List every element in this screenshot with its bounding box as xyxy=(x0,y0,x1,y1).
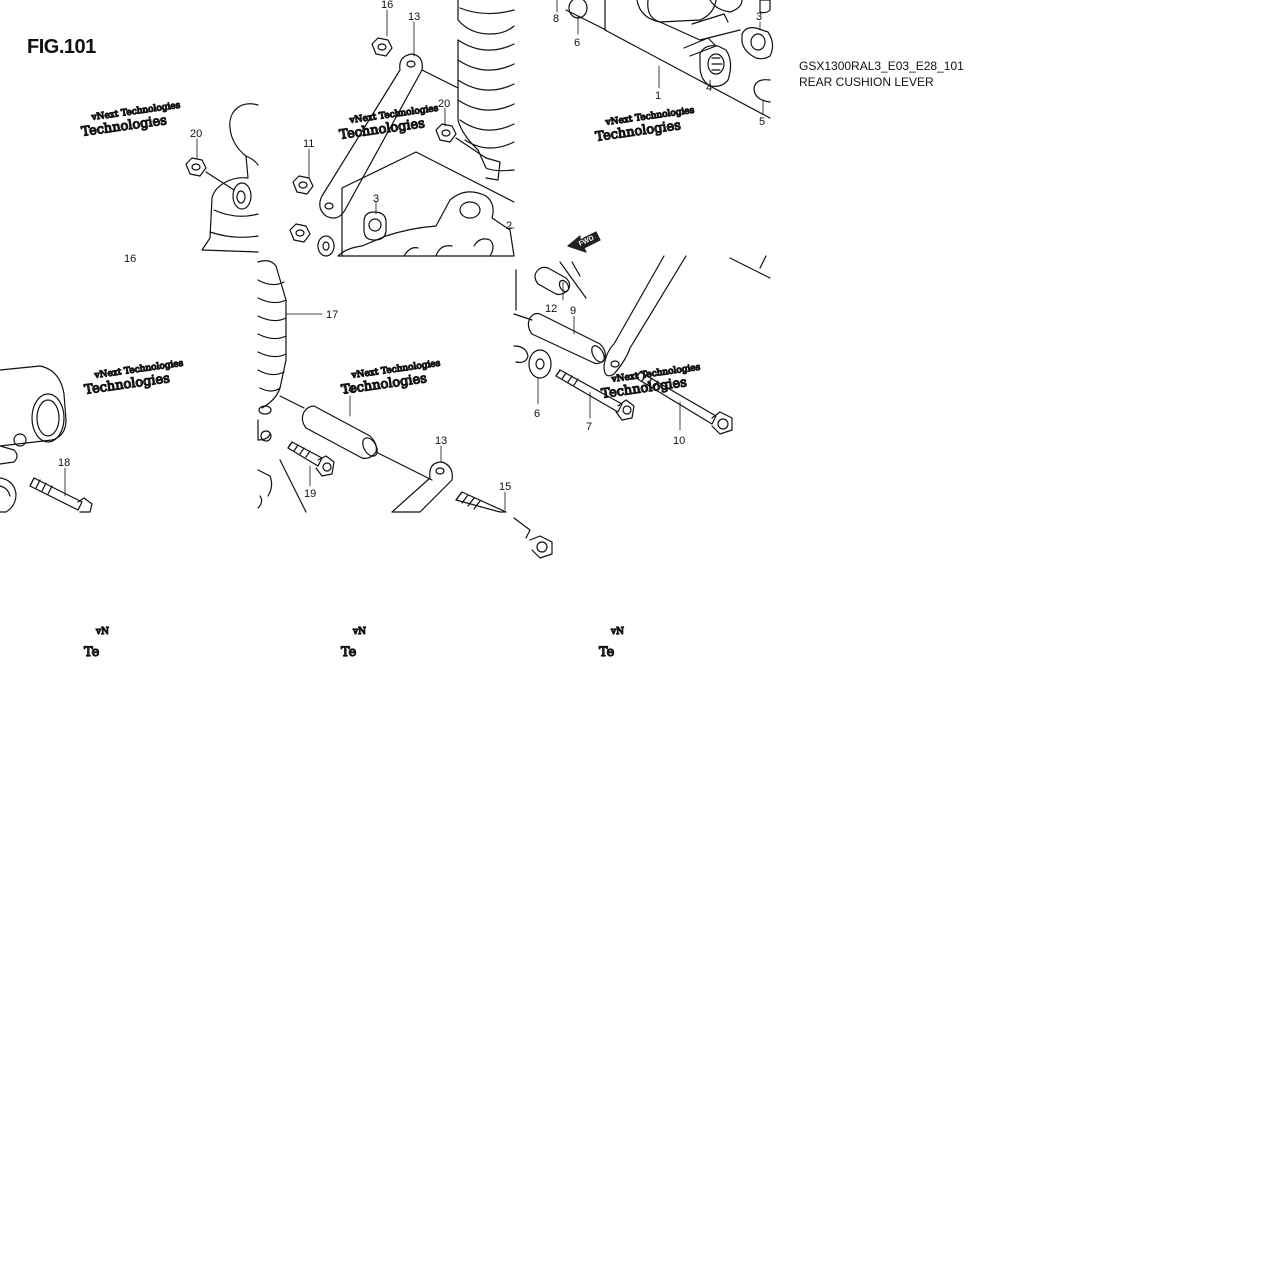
shock-top-mount xyxy=(201,103,259,253)
watermark-text: vN xyxy=(95,627,109,637)
fwd-arrow: FWD xyxy=(567,231,601,253)
spacer-9 xyxy=(527,312,606,365)
callout-5: 5 xyxy=(759,116,765,128)
nut-11 xyxy=(292,175,314,195)
callout-6: 6 xyxy=(574,37,580,49)
spacer-5 xyxy=(753,79,771,103)
model-code: GSX1300RAL3_E03_E28_101 xyxy=(799,59,964,73)
figure-number: FIG.101 xyxy=(27,36,96,58)
callout-12: 12 xyxy=(545,303,557,315)
cushion-lever-1 xyxy=(565,0,771,119)
frame-outline xyxy=(341,151,515,257)
callout-2: 2 xyxy=(506,220,512,232)
shock-spring-top xyxy=(457,0,515,181)
callout-labels: 16 13 20 20 11 3 2 16 8 6 1 4 3 5 17 14 … xyxy=(58,0,765,500)
bearing-3 xyxy=(363,211,387,241)
callout-13: 13 xyxy=(408,11,420,23)
frame-outline xyxy=(513,269,533,363)
bolt-15-head xyxy=(513,517,553,559)
bolt-7 xyxy=(555,369,635,421)
callout-14: 14 xyxy=(342,384,354,396)
nut-20 xyxy=(435,123,487,159)
bolt-15 xyxy=(455,491,507,513)
cushion-rod-13 xyxy=(391,461,453,513)
callout-3: 3 xyxy=(756,11,762,23)
watermark-text: vN xyxy=(352,627,366,637)
callout-7: 7 xyxy=(586,421,592,433)
callout-10: 10 xyxy=(673,435,685,447)
washer xyxy=(317,235,335,257)
callout-19: 19 xyxy=(304,488,316,500)
callout-6: 6 xyxy=(534,408,540,420)
watermark-text: vN xyxy=(610,627,624,637)
callout-17: 17 xyxy=(326,309,338,321)
callout-11: 11 xyxy=(303,138,314,150)
callout-8: 8 xyxy=(553,13,559,25)
pivot-sleeve xyxy=(647,0,743,23)
washer-6 xyxy=(568,0,588,19)
bolt-18 xyxy=(29,477,93,513)
watermarks: vNext Technologies Technologies vNext Te… xyxy=(80,100,702,661)
watermark-text: Te xyxy=(599,645,615,660)
callout-1: 1 xyxy=(655,90,661,102)
cushion-rod-right xyxy=(603,255,771,377)
callout-4: 4 xyxy=(706,82,712,94)
shock-body xyxy=(0,365,67,513)
callout-16: 16 xyxy=(381,0,393,11)
callout-9: 9 xyxy=(570,305,576,317)
nut-16 xyxy=(371,37,393,57)
spacer-14 xyxy=(279,395,433,481)
callout-18: 18 xyxy=(58,457,70,469)
nut-20 xyxy=(185,157,235,191)
bearing-3 xyxy=(741,27,774,60)
spacer-12 xyxy=(534,261,587,299)
bolt-19 xyxy=(287,441,335,477)
callout-13: 13 xyxy=(435,435,447,447)
callout-16: 16 xyxy=(124,253,136,265)
leader-lines xyxy=(64,0,764,511)
cushion-rod-13 xyxy=(319,53,459,219)
shock-spring-17 xyxy=(257,260,307,513)
callout-3: 3 xyxy=(373,193,379,205)
callout-15: 15 xyxy=(499,481,511,493)
bolt-10 xyxy=(635,371,733,435)
cushion-lever-front xyxy=(337,191,515,257)
nut-16 xyxy=(289,223,311,243)
small-nut xyxy=(759,0,771,14)
callout-20: 20 xyxy=(190,128,202,140)
bearing-4 xyxy=(699,45,732,87)
section-name: REAR CUSHION LEVER xyxy=(799,75,934,89)
watermark-text: Te xyxy=(84,645,100,660)
washer-6 xyxy=(528,349,552,379)
watermark-text: Te xyxy=(341,645,357,660)
callout-20: 20 xyxy=(438,98,450,110)
